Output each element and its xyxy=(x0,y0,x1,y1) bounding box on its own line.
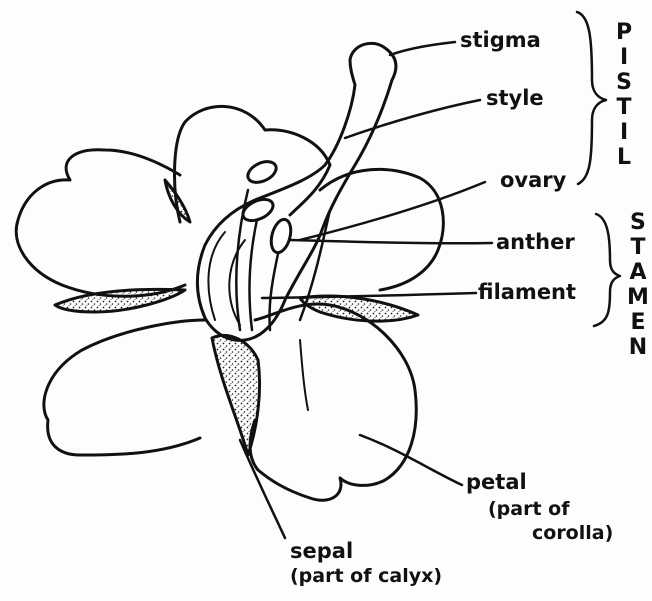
stamen-letter: M xyxy=(627,285,649,310)
pistil-bracket xyxy=(577,12,606,184)
pistil-letter: I xyxy=(620,120,628,145)
label-sepal: sepal xyxy=(290,541,353,562)
leader-ovary xyxy=(300,182,485,240)
petal-vein xyxy=(300,340,308,410)
label-petal-note-1: (part of xyxy=(488,500,570,519)
pistil-letter: L xyxy=(617,145,631,170)
stamen-letter: N xyxy=(629,335,647,360)
leader-style xyxy=(345,100,480,138)
petal-bottom-right xyxy=(250,304,416,500)
sepal-right xyxy=(300,296,418,321)
label-style: style xyxy=(486,88,544,109)
leader-filament xyxy=(262,293,476,298)
pistil-letter: P xyxy=(616,20,632,45)
stamen-letter: E xyxy=(630,310,645,335)
label-filament: filament xyxy=(478,282,576,303)
anther-1 xyxy=(245,158,280,187)
group-label-stamen: S T A M E N xyxy=(627,210,649,360)
stamen-letter: T xyxy=(630,235,645,260)
petal-bottom-left xyxy=(44,320,205,455)
pistil-letter: T xyxy=(617,95,632,120)
label-sepal-note: (part of calyx) xyxy=(290,567,442,586)
pistil-letter: I xyxy=(620,45,628,70)
leader-anther xyxy=(290,240,492,243)
petal-left xyxy=(16,150,185,296)
label-stigma: stigma xyxy=(460,30,541,51)
group-label-pistil: P I S T I L xyxy=(616,20,632,170)
label-petal-note-2: corolla) xyxy=(532,524,613,543)
stamen-letter: A xyxy=(629,260,646,285)
leader-stigma xyxy=(390,42,455,55)
stamen-bracket xyxy=(594,214,620,326)
anther-3 xyxy=(268,217,294,255)
label-ovary: ovary xyxy=(500,170,566,191)
sepal-bottom xyxy=(212,335,260,455)
leader-sepal xyxy=(240,440,285,538)
filament-2 xyxy=(250,215,258,330)
label-anther: anther xyxy=(496,232,575,253)
ovary-inner-line xyxy=(208,232,225,320)
label-petal: petal xyxy=(466,472,527,493)
stamen-letter: S xyxy=(630,210,646,235)
pistil-letter: S xyxy=(616,70,632,95)
